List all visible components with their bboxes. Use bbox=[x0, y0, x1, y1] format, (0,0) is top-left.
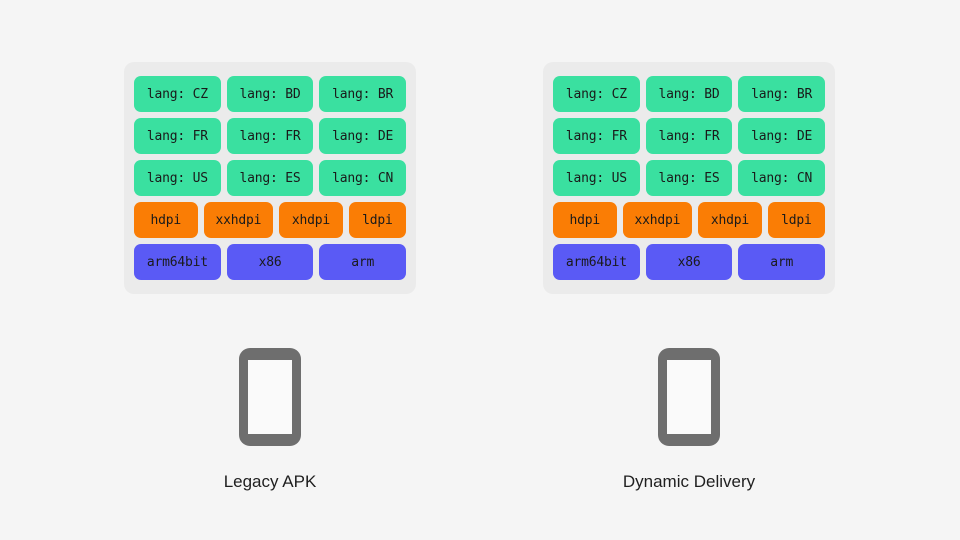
chip-row-abi: arm64bit x86 arm bbox=[553, 244, 826, 280]
language-chip[interactable]: lang: BR bbox=[319, 76, 407, 112]
density-chip[interactable]: ldpi bbox=[767, 202, 825, 238]
abi-chip[interactable]: arm64bit bbox=[553, 244, 640, 280]
language-chip[interactable]: lang: US bbox=[134, 160, 221, 196]
chip-row-language-3: lang: US lang: ES lang: CN bbox=[134, 160, 407, 196]
bundle-panel-legacy-apk: lang: CZ lang: BD lang: BR lang: FR lang… bbox=[124, 62, 416, 294]
chip-row-language-2: lang: FR lang: FR lang: DE bbox=[134, 118, 407, 154]
density-chip[interactable]: xhdpi bbox=[279, 202, 343, 238]
abi-chip[interactable]: arm bbox=[319, 244, 407, 280]
language-chip[interactable]: lang: DE bbox=[319, 118, 407, 154]
language-chip[interactable]: lang: CN bbox=[738, 160, 826, 196]
density-chip[interactable]: xxhdpi bbox=[203, 202, 274, 238]
language-chip[interactable]: lang: BD bbox=[645, 76, 733, 112]
language-chip[interactable]: lang: FR bbox=[226, 118, 314, 154]
language-chip[interactable]: lang: US bbox=[553, 160, 640, 196]
chip-row-abi: arm64bit x86 arm bbox=[134, 244, 407, 280]
density-chip[interactable]: xxhdpi bbox=[622, 202, 693, 238]
phone-icon bbox=[239, 348, 301, 446]
language-chip[interactable]: lang: ES bbox=[226, 160, 314, 196]
device-block-legacy-apk: Legacy APK bbox=[124, 348, 416, 492]
device-caption: Dynamic Delivery bbox=[622, 472, 756, 491]
abi-chip[interactable]: x86 bbox=[645, 244, 733, 280]
device-block-dynamic-delivery: Dynamic Delivery bbox=[543, 348, 835, 492]
phone-screen bbox=[667, 360, 711, 434]
language-chip[interactable]: lang: ES bbox=[645, 160, 733, 196]
language-chip[interactable]: lang: FR bbox=[134, 118, 221, 154]
chip-row-language-1: lang: CZ lang: BD lang: BR bbox=[553, 76, 826, 112]
language-chip[interactable]: lang: CN bbox=[319, 160, 407, 196]
density-chip[interactable]: hdpi bbox=[553, 202, 617, 238]
language-chip[interactable]: lang: CZ bbox=[553, 76, 640, 112]
language-chip[interactable]: lang: FR bbox=[553, 118, 640, 154]
abi-chip[interactable]: x86 bbox=[226, 244, 314, 280]
abi-chip[interactable]: arm bbox=[738, 244, 826, 280]
chip-row-density: hdpi xxhdpi xhdpi ldpi bbox=[134, 202, 406, 238]
language-chip[interactable]: lang: BD bbox=[226, 76, 314, 112]
density-chip[interactable]: hdpi bbox=[134, 202, 198, 238]
abi-chip[interactable]: arm64bit bbox=[134, 244, 221, 280]
language-chip[interactable]: lang: CZ bbox=[134, 76, 221, 112]
device-caption: Legacy APK bbox=[223, 472, 317, 491]
density-chip[interactable]: xhdpi bbox=[698, 202, 762, 238]
density-chip[interactable]: ldpi bbox=[348, 202, 406, 238]
language-chip[interactable]: lang: DE bbox=[738, 118, 826, 154]
chip-row-language-1: lang: CZ lang: BD lang: BR bbox=[134, 76, 407, 112]
bundle-panel-dynamic-delivery: lang: CZ lang: BD lang: BR lang: FR lang… bbox=[543, 62, 835, 294]
chip-row-density: hdpi xxhdpi xhdpi ldpi bbox=[553, 202, 825, 238]
language-chip[interactable]: lang: BR bbox=[738, 76, 826, 112]
chip-row-language-3: lang: US lang: ES lang: CN bbox=[553, 160, 826, 196]
phone-icon bbox=[658, 348, 720, 446]
phone-screen bbox=[248, 360, 292, 434]
chip-row-language-2: lang: FR lang: FR lang: DE bbox=[553, 118, 826, 154]
language-chip[interactable]: lang: FR bbox=[645, 118, 733, 154]
